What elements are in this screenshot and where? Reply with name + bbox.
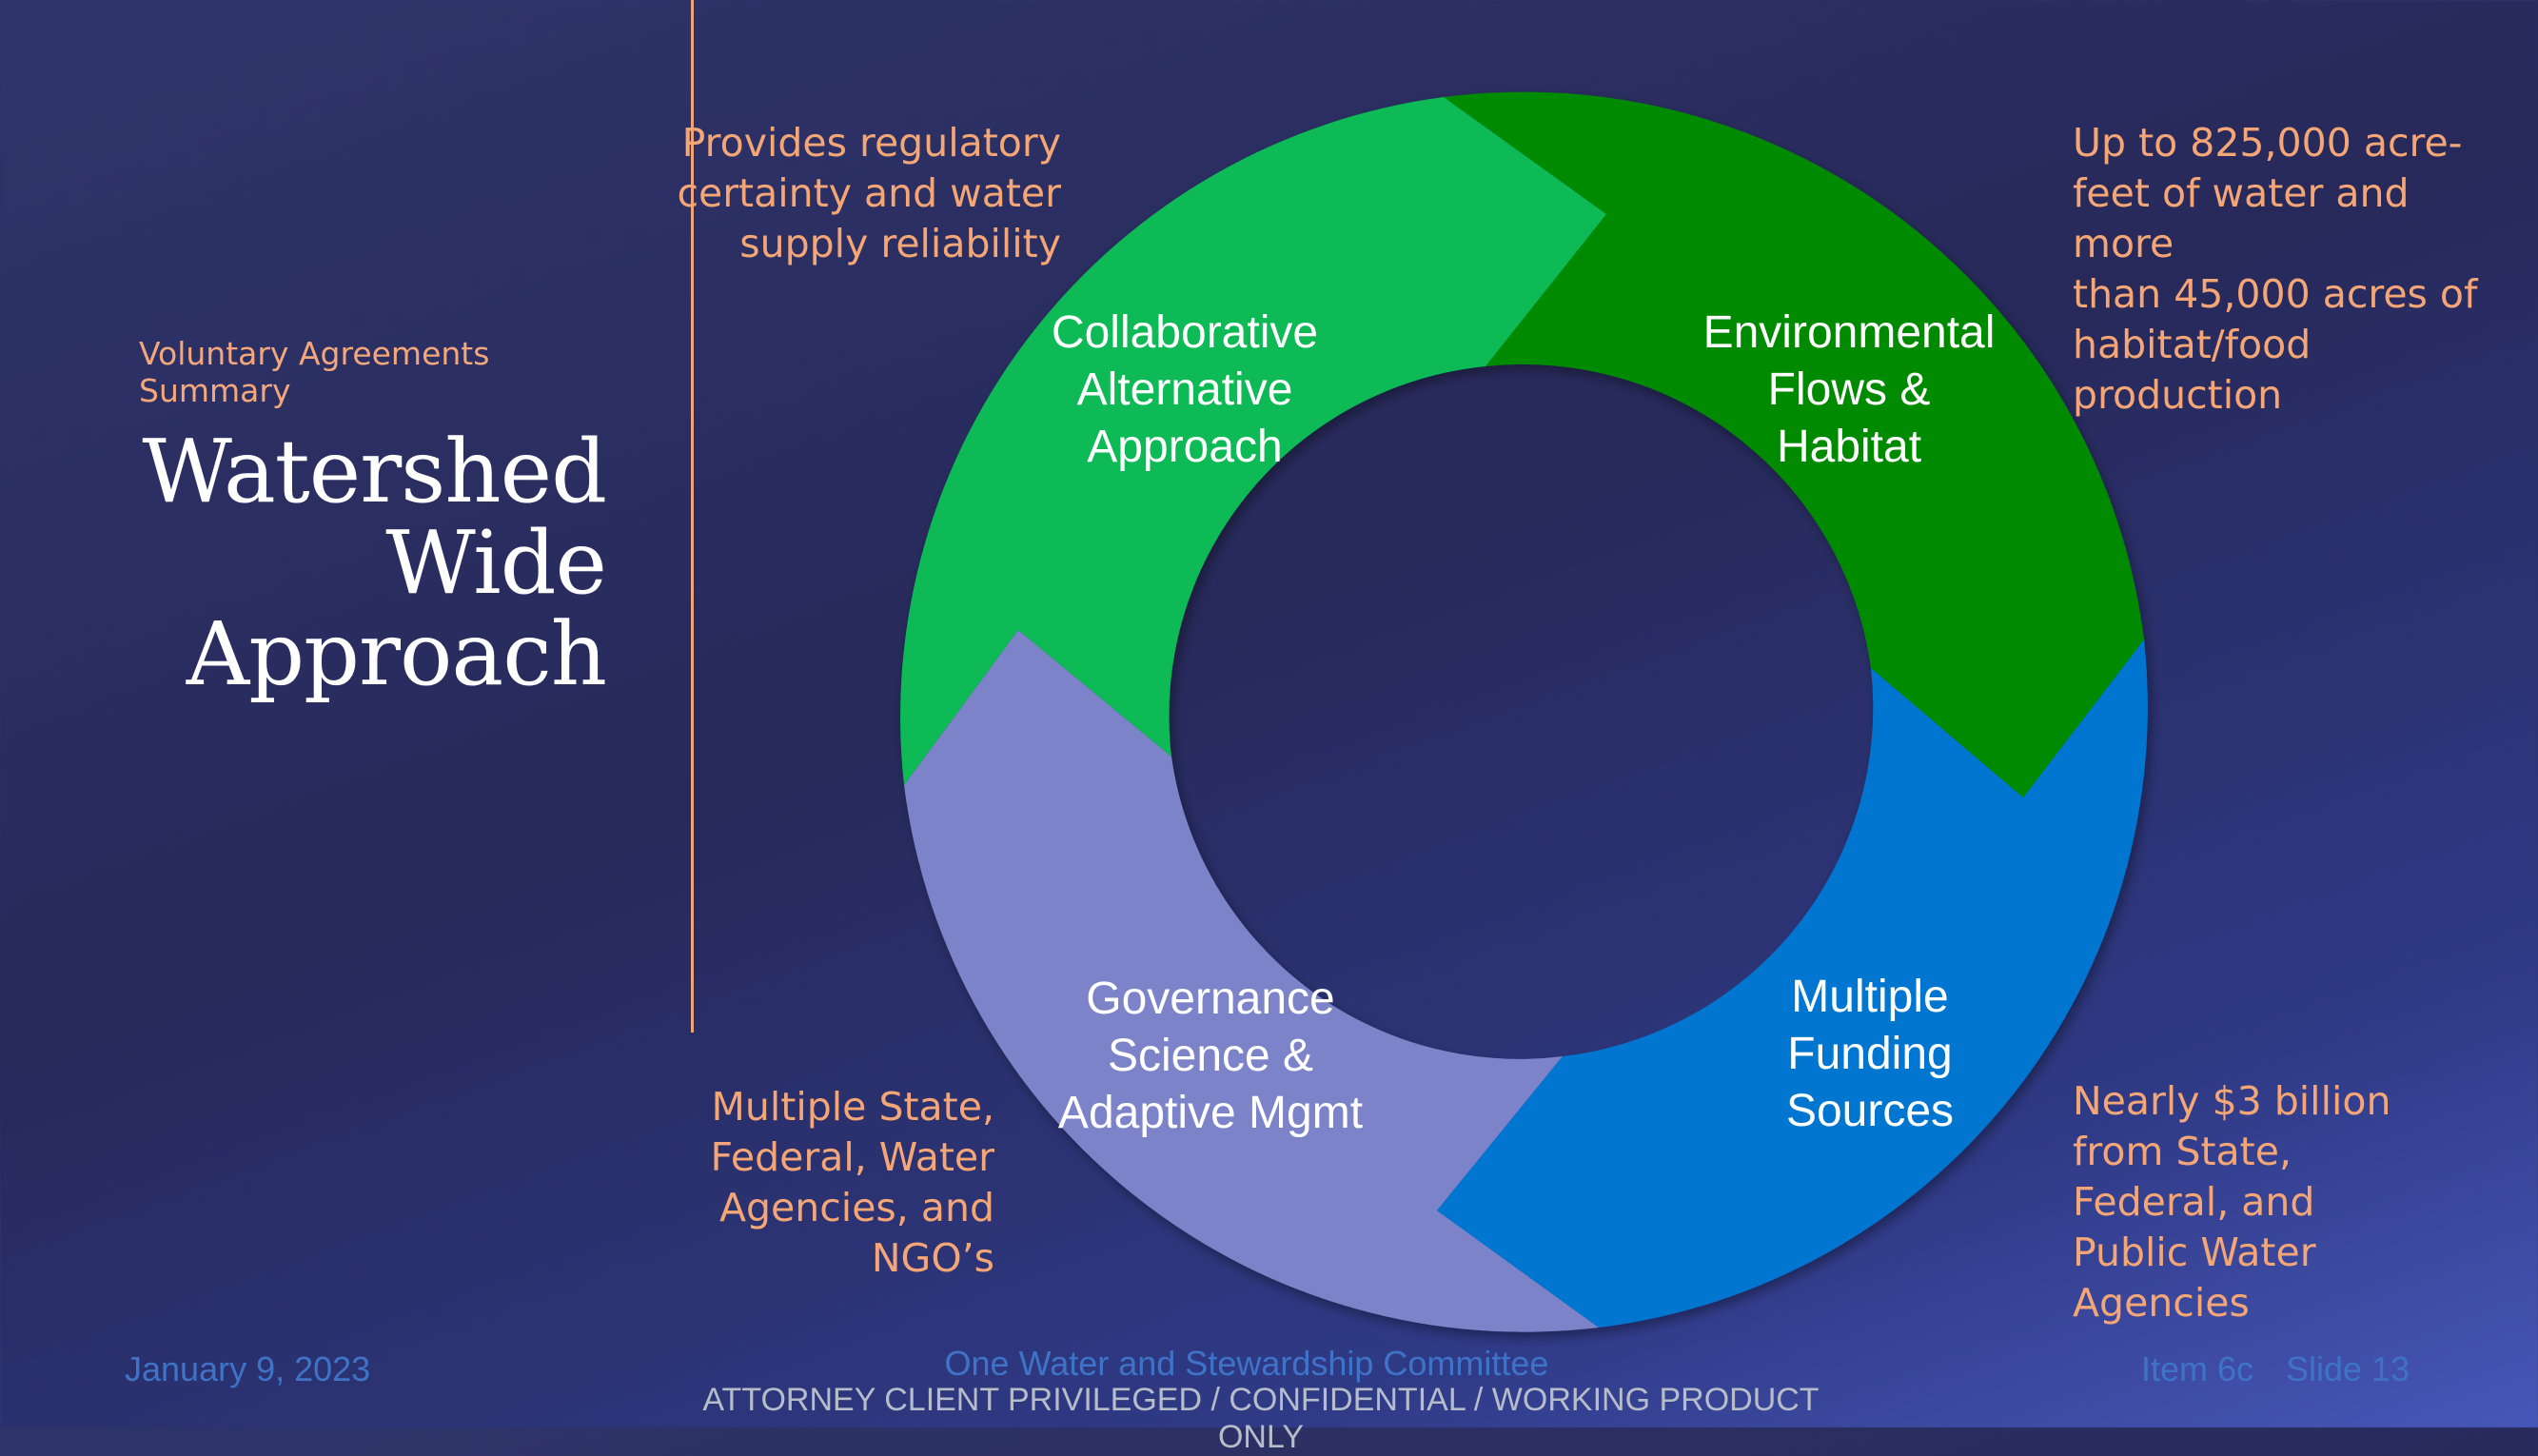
segment-governance (904, 630, 1599, 1332)
note-water-habitat: Up to 825,000 acre- feet of water and mo… (2073, 118, 2520, 421)
footer-item: Item 6c (2141, 1349, 2254, 1388)
segment-collaborative (900, 97, 1606, 785)
note-regulatory-certainty: Provides regulatory certainty and water … (666, 118, 1061, 269)
label-line: Funding (1787, 1029, 1953, 1079)
note-agencies: Multiple State, Federal, Water Agencies,… (666, 1082, 994, 1284)
segment-label-funding: Multiple Funding Sources (1727, 969, 2013, 1140)
label-line: Alternative (1076, 364, 1293, 415)
footer-committee: One Water and Stewardship Committee (944, 1344, 1549, 1383)
note-line: habitat/food (2073, 322, 2312, 367)
label-line: Approach (1087, 422, 1283, 472)
label-line: Governance (1086, 974, 1335, 1024)
note-line: Federal, and (2073, 1179, 2315, 1225)
note-line: Federal, Water (710, 1134, 994, 1180)
note-line: from State, (2073, 1129, 2292, 1174)
label-line: Flows & (1767, 364, 1931, 415)
label-line: Science & (1107, 1031, 1314, 1081)
vertical-divider (691, 0, 694, 1033)
note-funding: Nearly $3 billion from State, Federal, a… (2073, 1076, 2453, 1328)
note-line: Agencies (2073, 1280, 2250, 1326)
note-line: NGO’s (871, 1235, 994, 1281)
note-line: Agencies, and (718, 1185, 994, 1230)
footer-date: January 9, 2023 (125, 1349, 371, 1388)
label-line: Habitat (1776, 422, 1922, 472)
segment-label-governance: Governance Science & Adaptive Mgmt (1020, 971, 1401, 1142)
segment-label-collaborative: Collaborative Alternative Approach (994, 305, 1375, 476)
title-line: Watershed (142, 421, 607, 522)
note-line: supply reliability (739, 221, 1061, 266)
label-line: Multiple (1791, 972, 1949, 1022)
note-line: feet of water and more (2073, 170, 2410, 266)
footer-confidential: ATTORNEY CLIENT PRIVILEGED / CONFIDENTIA… (702, 1382, 1820, 1455)
note-line: Public Water (2073, 1230, 2316, 1275)
label-line: Collaborative (1051, 307, 1319, 358)
footer-slide-number: Slide 13 (2286, 1349, 2410, 1388)
segment-environmental (1444, 91, 2144, 797)
note-line: Nearly $3 billion (2073, 1078, 2391, 1124)
label-line: Environmental (1702, 307, 1996, 358)
segment-funding (1437, 639, 2148, 1328)
label-line: Adaptive Mgmt (1057, 1088, 1364, 1138)
deck-subtitle: Voluntary Agreements Summary (139, 335, 490, 409)
title-line: Wide (385, 512, 607, 614)
label-line: Sources (1785, 1086, 1955, 1136)
page-title: Watershed Wide Approach (111, 421, 607, 705)
note-line: Multiple State, (711, 1084, 994, 1130)
note-line: Up to 825,000 acre- (2073, 120, 2463, 166)
note-line: Provides regulatory (681, 120, 1061, 166)
note-line: than 45,000 acres of (2073, 271, 2478, 317)
segment-label-environmental: Environmental Flows & Habitat (1659, 305, 2039, 476)
note-line: certainty and water (677, 170, 1061, 216)
title-line: Approach (186, 603, 607, 705)
note-line: production (2073, 372, 2283, 418)
